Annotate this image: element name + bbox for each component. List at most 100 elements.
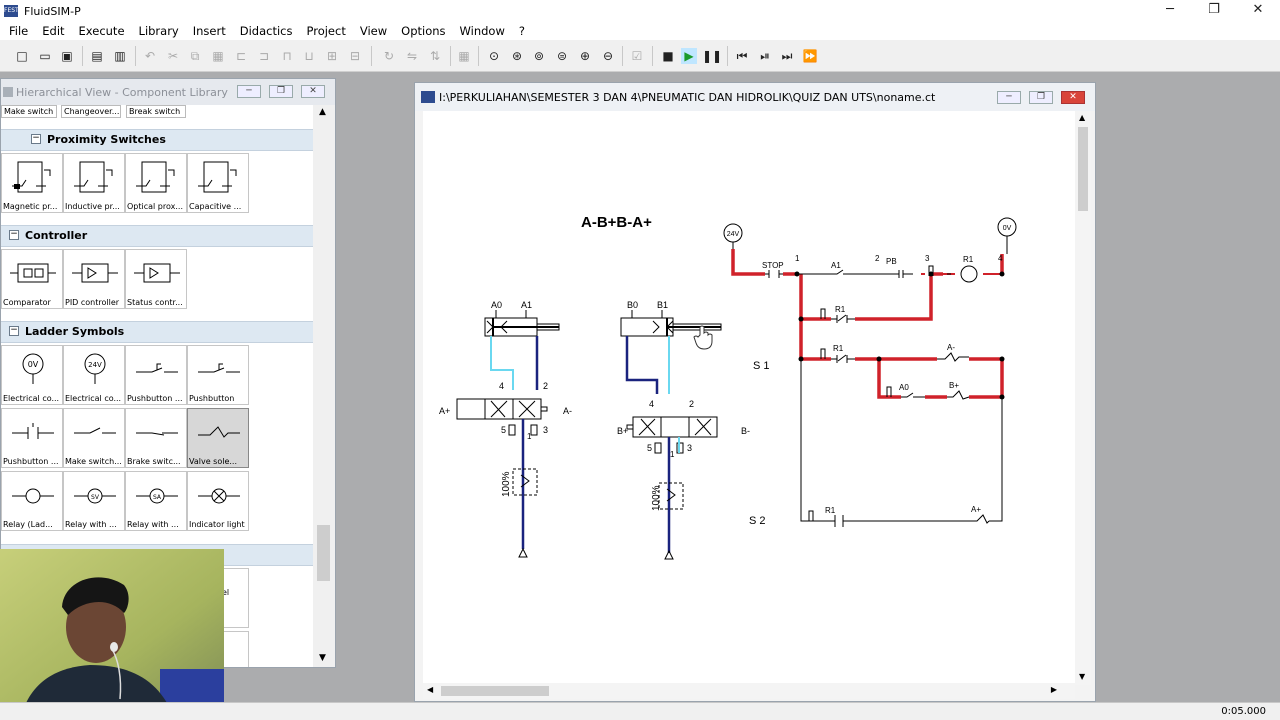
- menu-options[interactable]: Options: [401, 24, 446, 38]
- pause-icon[interactable]: ❚❚: [701, 49, 723, 63]
- library-item-make-switch[interactable]: Make switch...: [63, 408, 125, 468]
- copy-icon[interactable]: ⧉: [190, 48, 200, 63]
- collapse-icon[interactable]: −: [31, 133, 41, 144]
- scroll-down-icon[interactable]: ▼: [319, 653, 326, 663]
- align-top-icon[interactable]: ⊔: [304, 49, 314, 63]
- menu-execute[interactable]: Execute: [78, 24, 125, 38]
- open-folder-icon[interactable]: ▭: [39, 49, 51, 63]
- menu-insert[interactable]: Insert: [192, 24, 226, 38]
- undo-icon[interactable]: ↶: [144, 49, 156, 63]
- minimize-button[interactable]: ─: [1166, 2, 1174, 17]
- library-item-electrical-connection-0v[interactable]: 0V Electrical co...: [1, 345, 63, 405]
- rotate-icon[interactable]: ↻: [383, 49, 395, 63]
- align-middle-icon[interactable]: ⊞: [326, 49, 338, 63]
- paste-icon[interactable]: ▦: [212, 49, 224, 63]
- close-button[interactable]: ✕: [1252, 2, 1264, 17]
- zoom-window-icon[interactable]: ⊛: [511, 49, 523, 63]
- menu-project[interactable]: Project: [306, 24, 346, 38]
- menu-help[interactable]: ?: [518, 24, 525, 38]
- section-proximity-switches[interactable]: −Proximity Switches: [1, 129, 313, 151]
- vertical-scroll-thumb[interactable]: [1078, 127, 1088, 211]
- library-item-pushbutton-nc[interactable]: Pushbutton ...: [125, 345, 187, 405]
- section-controller[interactable]: −Controller: [1, 225, 313, 247]
- print-preview-icon[interactable]: ▤: [91, 49, 103, 63]
- circuit-horizontal-scrollbar[interactable]: ◀ ▶: [423, 683, 1075, 699]
- menu-window[interactable]: Window: [459, 24, 505, 38]
- align-right-icon[interactable]: ⊓: [282, 49, 292, 63]
- library-item-relay-with-sa[interactable]: SA Relay with ...: [125, 471, 187, 531]
- menu-view[interactable]: View: [359, 24, 388, 38]
- library-item-relay-with-sv[interactable]: SV Relay with ...: [63, 471, 125, 531]
- circuit-close-button[interactable]: ✕: [1061, 91, 1085, 104]
- menu-didactics[interactable]: Didactics: [239, 24, 293, 38]
- print-icon[interactable]: ▥: [114, 49, 126, 63]
- zoom-out-icon[interactable]: ⊖: [602, 49, 614, 63]
- library-item-status-controller[interactable]: Status contr...: [125, 249, 187, 309]
- stop-icon[interactable]: ■: [662, 49, 674, 63]
- library-item-break-switch[interactable]: Break switch: [126, 105, 186, 118]
- fast-forward-icon[interactable]: ⏩: [802, 49, 818, 63]
- scroll-up-icon[interactable]: ▲: [319, 107, 326, 117]
- cylinder-a[interactable]: [484, 317, 560, 337]
- circuit-canvas[interactable]: A-B+B-A+ A0 A1 4 2: [423, 111, 1075, 685]
- library-item-changeover[interactable]: Changeover...: [61, 105, 121, 118]
- reset-icon[interactable]: ⏮: [736, 48, 748, 63]
- menu-file[interactable]: File: [9, 24, 29, 38]
- library-item-relay-ladder[interactable]: Relay (Lad...: [1, 471, 63, 531]
- scroll-up-icon[interactable]: ▲: [1079, 113, 1086, 122]
- library-scroll-thumb[interactable]: [317, 525, 330, 581]
- save-icon[interactable]: ▣: [61, 49, 73, 63]
- zoom-all-icon[interactable]: ⊜: [556, 49, 568, 63]
- step-icon[interactable]: ⏯: [760, 48, 770, 63]
- valve-b[interactable]: [626, 416, 718, 438]
- library-item-pid-controller[interactable]: PID controller: [63, 249, 125, 309]
- ladder-diagram[interactable]: 24V 0V STOP A1: [723, 217, 1017, 527]
- library-item-comparator[interactable]: Comparator: [1, 249, 63, 309]
- library-item-indicator-light[interactable]: Indicator light: [187, 471, 249, 531]
- collapse-icon[interactable]: −: [9, 325, 19, 336]
- grid-icon[interactable]: ▦: [458, 49, 470, 63]
- library-item-make-switch[interactable]: Make switch: [1, 105, 57, 118]
- horizontal-scroll-thumb[interactable]: [441, 686, 549, 696]
- zoom-in-icon[interactable]: ⊕: [579, 49, 591, 63]
- check-icon[interactable]: ☑: [631, 49, 643, 63]
- circuit-minimize-button[interactable]: ─: [997, 91, 1021, 104]
- play-icon[interactable]: ▶: [681, 48, 697, 64]
- menu-library[interactable]: Library: [138, 24, 179, 38]
- align-left-icon[interactable]: ⊏: [235, 49, 247, 63]
- library-item-pushbutton[interactable]: Pushbutton: [187, 345, 249, 405]
- library-item-pushbutton-2[interactable]: Pushbutton ...: [1, 408, 63, 468]
- circuit-vertical-scrollbar[interactable]: ▲ ▼: [1075, 111, 1091, 685]
- cut-icon[interactable]: ✂: [167, 49, 179, 63]
- pressure-regulator-b[interactable]: [658, 482, 684, 510]
- flip-icon[interactable]: ⇅: [429, 49, 441, 63]
- library-item-brake-switch[interactable]: Brake switc...: [125, 408, 187, 468]
- section-ladder-symbols[interactable]: −Ladder Symbols: [1, 321, 313, 343]
- library-item-capacitive-proximity[interactable]: Capacitive ...: [187, 153, 249, 213]
- maximize-button[interactable]: ❐: [1208, 2, 1220, 17]
- library-item-electrical-connection-24v[interactable]: 24V Electrical co...: [63, 345, 125, 405]
- zoom-area-icon[interactable]: ⊚: [533, 49, 545, 63]
- library-item-inductive-proximity[interactable]: Inductive pr...: [63, 153, 125, 213]
- library-item-valve-solenoid[interactable]: Valve sole...: [187, 408, 249, 468]
- collapse-icon[interactable]: −: [9, 229, 19, 240]
- scroll-down-icon[interactable]: ▼: [1079, 672, 1086, 681]
- library-scrollbar[interactable]: ▲ ▼: [313, 105, 335, 667]
- cylinder-b[interactable]: [620, 317, 722, 337]
- mirror-icon[interactable]: ⇋: [406, 49, 418, 63]
- library-maximize-button[interactable]: ❐: [269, 85, 293, 98]
- zoom-fit-icon[interactable]: ⊙: [488, 49, 500, 63]
- library-close-button[interactable]: ✕: [301, 85, 325, 98]
- scroll-right-icon[interactable]: ▶: [1050, 685, 1057, 694]
- pressure-regulator-a[interactable]: [512, 468, 538, 496]
- scroll-left-icon[interactable]: ◀: [427, 685, 434, 694]
- align-bottom-icon[interactable]: ⊟: [349, 49, 361, 63]
- library-item-magnetic-proximity[interactable]: Magnetic pr...: [1, 153, 63, 213]
- align-center-icon[interactable]: ⊐: [258, 49, 270, 63]
- circuit-maximize-button[interactable]: ❐: [1029, 91, 1053, 104]
- step-to-state-icon[interactable]: ⏭: [781, 48, 793, 63]
- new-file-icon[interactable]: □: [16, 49, 28, 63]
- library-item-optical-proximity[interactable]: Optical prox...: [125, 153, 187, 213]
- valve-a[interactable]: [456, 398, 548, 420]
- library-minimize-button[interactable]: ─: [237, 85, 261, 98]
